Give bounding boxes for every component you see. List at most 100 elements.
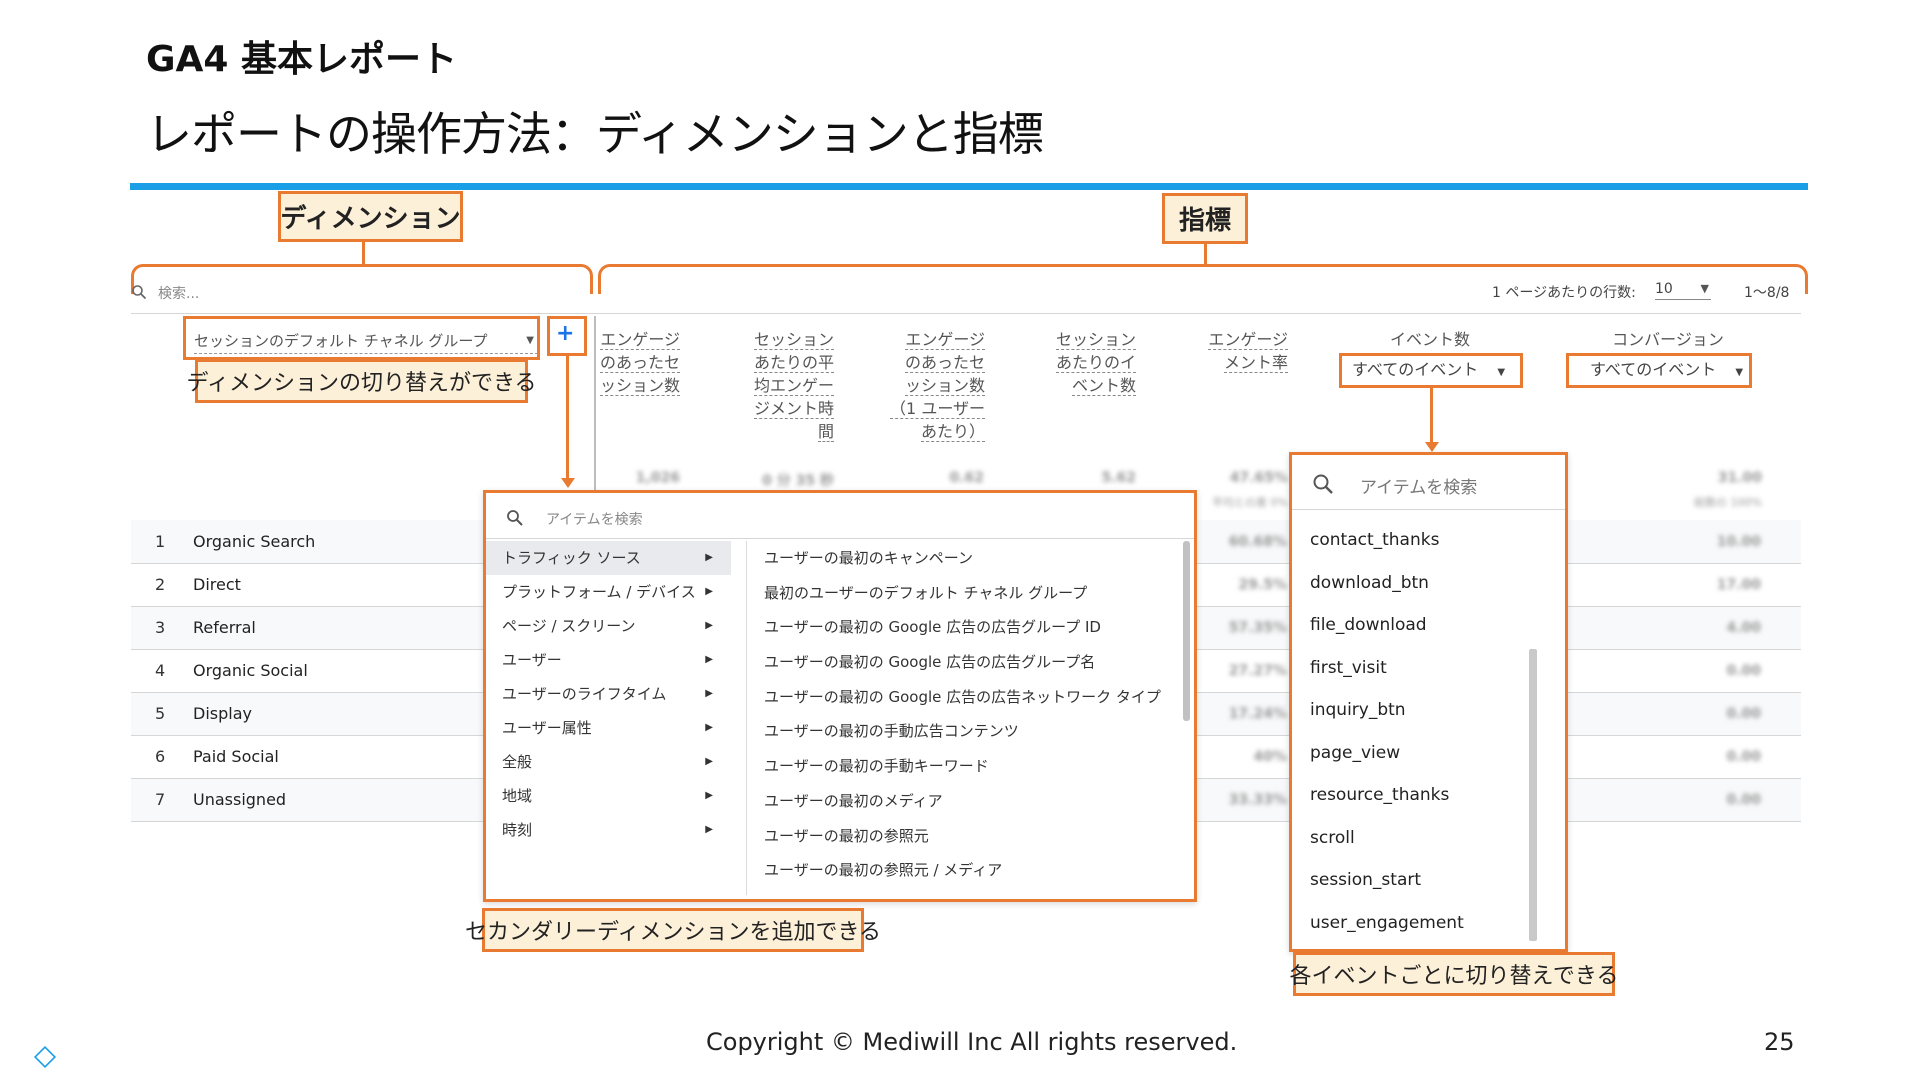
event-search-divider (1292, 509, 1565, 510)
conversion-header: コンバージョン (1612, 330, 1724, 349)
menu-scrollbar[interactable] (1183, 541, 1190, 721)
chevron-right-icon: ▶ (705, 790, 713, 801)
chevron-right-icon: ▶ (705, 586, 713, 597)
metric-callout: 指標 (1162, 193, 1248, 244)
event-item[interactable]: file_download (1310, 615, 1427, 635)
metric-header-avg-engagement-time: セッション あたりの平 均エンゲー ジメント時 間 (753, 330, 834, 442)
event-item[interactable]: first_visit (1310, 657, 1387, 678)
category-item-general[interactable]: 全般▶ (486, 745, 731, 779)
category-list: トラフィック ソース▶ プラットフォーム / デバイス▶ ページ / スクリーン… (486, 541, 731, 847)
event-item[interactable]: session_start (1310, 870, 1422, 890)
page-number: 25 (1764, 1028, 1795, 1056)
caret-down-icon: ▼ (1497, 367, 1506, 378)
dimension-item[interactable]: ユーザーの最初の Google 広告の広告グループ ID (764, 618, 1101, 637)
event-item[interactable]: user_engagement (1310, 912, 1464, 933)
chevron-right-icon: ▶ (705, 722, 713, 733)
category-item-time[interactable]: 時刻▶ (486, 813, 731, 847)
dimension-bracket (131, 264, 593, 294)
caret-down-icon: ▼ (1735, 367, 1744, 378)
total-value: 0.62 (949, 470, 984, 486)
event-scrollbar[interactable] (1529, 649, 1537, 941)
metric-header-events-per-session: セッション あたりのイ ベント数 (1055, 330, 1136, 396)
chevron-right-icon: ▶ (705, 824, 713, 835)
chevron-right-icon: ▶ (705, 654, 713, 665)
chevron-right-icon: ▶ (705, 620, 713, 631)
event-count-select[interactable]: すべてのイベント ▼ (1352, 360, 1506, 379)
add-dimension-connector (566, 356, 569, 481)
category-item-traffic-source[interactable]: トラフィック ソース▶ (486, 541, 731, 575)
event-item[interactable]: contact_thanks (1310, 530, 1440, 550)
event-item[interactable]: resource_thanks (1310, 785, 1450, 805)
search-icon (507, 510, 523, 526)
dimension-switch-callout: ディメンションの切り替えができる (186, 359, 537, 403)
category-item-geography[interactable]: 地域▶ (486, 779, 731, 813)
chevron-right-icon: ▶ (705, 756, 713, 767)
menu-search-divider (486, 538, 1194, 539)
pagination-range: 1〜8/8 (1744, 285, 1790, 301)
connector-arrowhead (1425, 442, 1439, 452)
secondary-dimension-menu: アイテムを検索 トラフィック ソース▶ プラットフォーム / デバイス▶ ページ… (483, 490, 1197, 902)
dimension-select[interactable]: セッションのデフォルト チャネル グループ ▼ (194, 330, 538, 354)
diamond-icon (33, 1045, 57, 1069)
metric-bracket (598, 264, 1808, 294)
table-row[interactable]: 2 Direct 29.5% 17.00 (155, 575, 1761, 594)
caret-down-icon: ▼ (1700, 282, 1709, 295)
chevron-right-icon: ▶ (705, 688, 713, 699)
event-item[interactable]: download_btn (1310, 572, 1429, 593)
event-item[interactable]: page_view (1310, 742, 1401, 763)
rows-per-page-select[interactable]: 10 ▼ (1655, 278, 1711, 300)
report-search-input[interactable]: 検索... (158, 286, 200, 302)
event-select-connector (1430, 388, 1433, 444)
category-item-user-lifetime[interactable]: ユーザーのライフタイム▶ (486, 677, 731, 711)
event-item[interactable]: scroll (1310, 827, 1355, 848)
event-search-input[interactable]: アイテムを検索 (1360, 478, 1478, 498)
caret-down-icon: ▼ (526, 335, 534, 346)
metric-header-engaged-sessions: エンゲージ のあったセ ッション数 (599, 330, 680, 396)
category-item-platform-device[interactable]: プラットフォーム / デバイス▶ (486, 575, 731, 609)
conversion-select-highlight (1566, 353, 1752, 388)
dimension-item[interactable]: ユーザーの最初の参照元 (764, 826, 929, 845)
dimension-select-highlight (183, 316, 540, 360)
total-value: 31.00 (1717, 470, 1762, 486)
rows-per-page-label: 1 ページあたりの行数: (1492, 285, 1636, 301)
total-value: 5.62 (1101, 470, 1136, 486)
table-row[interactable]: 6 Paid Social 40% 0.00 (155, 747, 1761, 766)
dimension-item[interactable]: ユーザーの最初の手動広告コンテンツ (764, 722, 1019, 741)
metric-connector (1204, 244, 1207, 266)
dimension-item-list: ユーザーの最初のキャンペーン 最初のユーザーのデフォルト チャネル グループ ユ… (764, 541, 1164, 888)
dimension-item[interactable]: ユーザーの最初のキャンペーン (764, 549, 973, 567)
report-column-divider (594, 316, 596, 494)
copyright-text: Copyright © Mediwill Inc All rights rese… (706, 1028, 1238, 1056)
menu-search-input[interactable]: アイテムを検索 (546, 512, 643, 528)
dimension-callout: ディメンション (278, 191, 463, 242)
dimension-item[interactable]: ユーザーの最初の Google 広告の広告ネットワーク タイプ (764, 687, 1161, 706)
dimension-item[interactable]: ユーザーの最初の手動キーワード (764, 757, 989, 776)
total-subtext: 平均との差 0% (1212, 496, 1288, 509)
secondary-dimension-callout: セカンダリーディメンションを追加できる (465, 908, 881, 952)
metric-header-engaged-sessions-per-user: エンゲージ のあったセ ッション数 （1 ユーザー あたり） (890, 330, 985, 442)
total-value: 1,026 (635, 470, 680, 486)
dimension-item[interactable]: ユーザーの最初の参照元 / メディア (764, 861, 1003, 880)
conversion-select[interactable]: すべてのイベント ▼ (1590, 360, 1744, 379)
total-subtext: 総数の 100% (1694, 496, 1762, 509)
dimension-item[interactable]: ユーザーの最初のメディア (764, 791, 943, 810)
total-value: 0 分 35 秒 (762, 473, 834, 489)
category-item-page-screen[interactable]: ページ / スクリーン▶ (486, 609, 731, 643)
event-switch-callout: 各イベントごとに切り替えできる (1290, 952, 1618, 996)
dimension-connector (362, 242, 365, 266)
category-item-user[interactable]: ユーザー▶ (486, 643, 731, 677)
connector-arrowhead (561, 478, 575, 488)
event-count-select-highlight (1339, 353, 1523, 388)
menu-column-divider (746, 541, 747, 895)
table-row[interactable]: 4 Organic Social 27.27% 0.00 (155, 661, 1761, 680)
event-item[interactable]: inquiry_btn (1310, 700, 1406, 720)
dimension-item[interactable]: ユーザーの最初の Google 広告の広告グループ名 (764, 653, 1096, 672)
metric-header-engagement-rate: エンゲージ メント率 (1208, 330, 1288, 373)
plus-icon[interactable]: + (556, 321, 575, 346)
slide-kicker: GA4 基本レポート (146, 39, 457, 80)
dimension-item[interactable]: 最初のユーザーのデフォルト チャネル グループ (764, 583, 1088, 602)
slide-title: レポートの操作方法：ディメンションと指標 (146, 107, 1044, 161)
search-icon (132, 285, 147, 300)
event-item-list: contact_thanks download_btn file_downloa… (1310, 519, 1540, 944)
category-item-demographics[interactable]: ユーザー属性▶ (486, 711, 731, 745)
